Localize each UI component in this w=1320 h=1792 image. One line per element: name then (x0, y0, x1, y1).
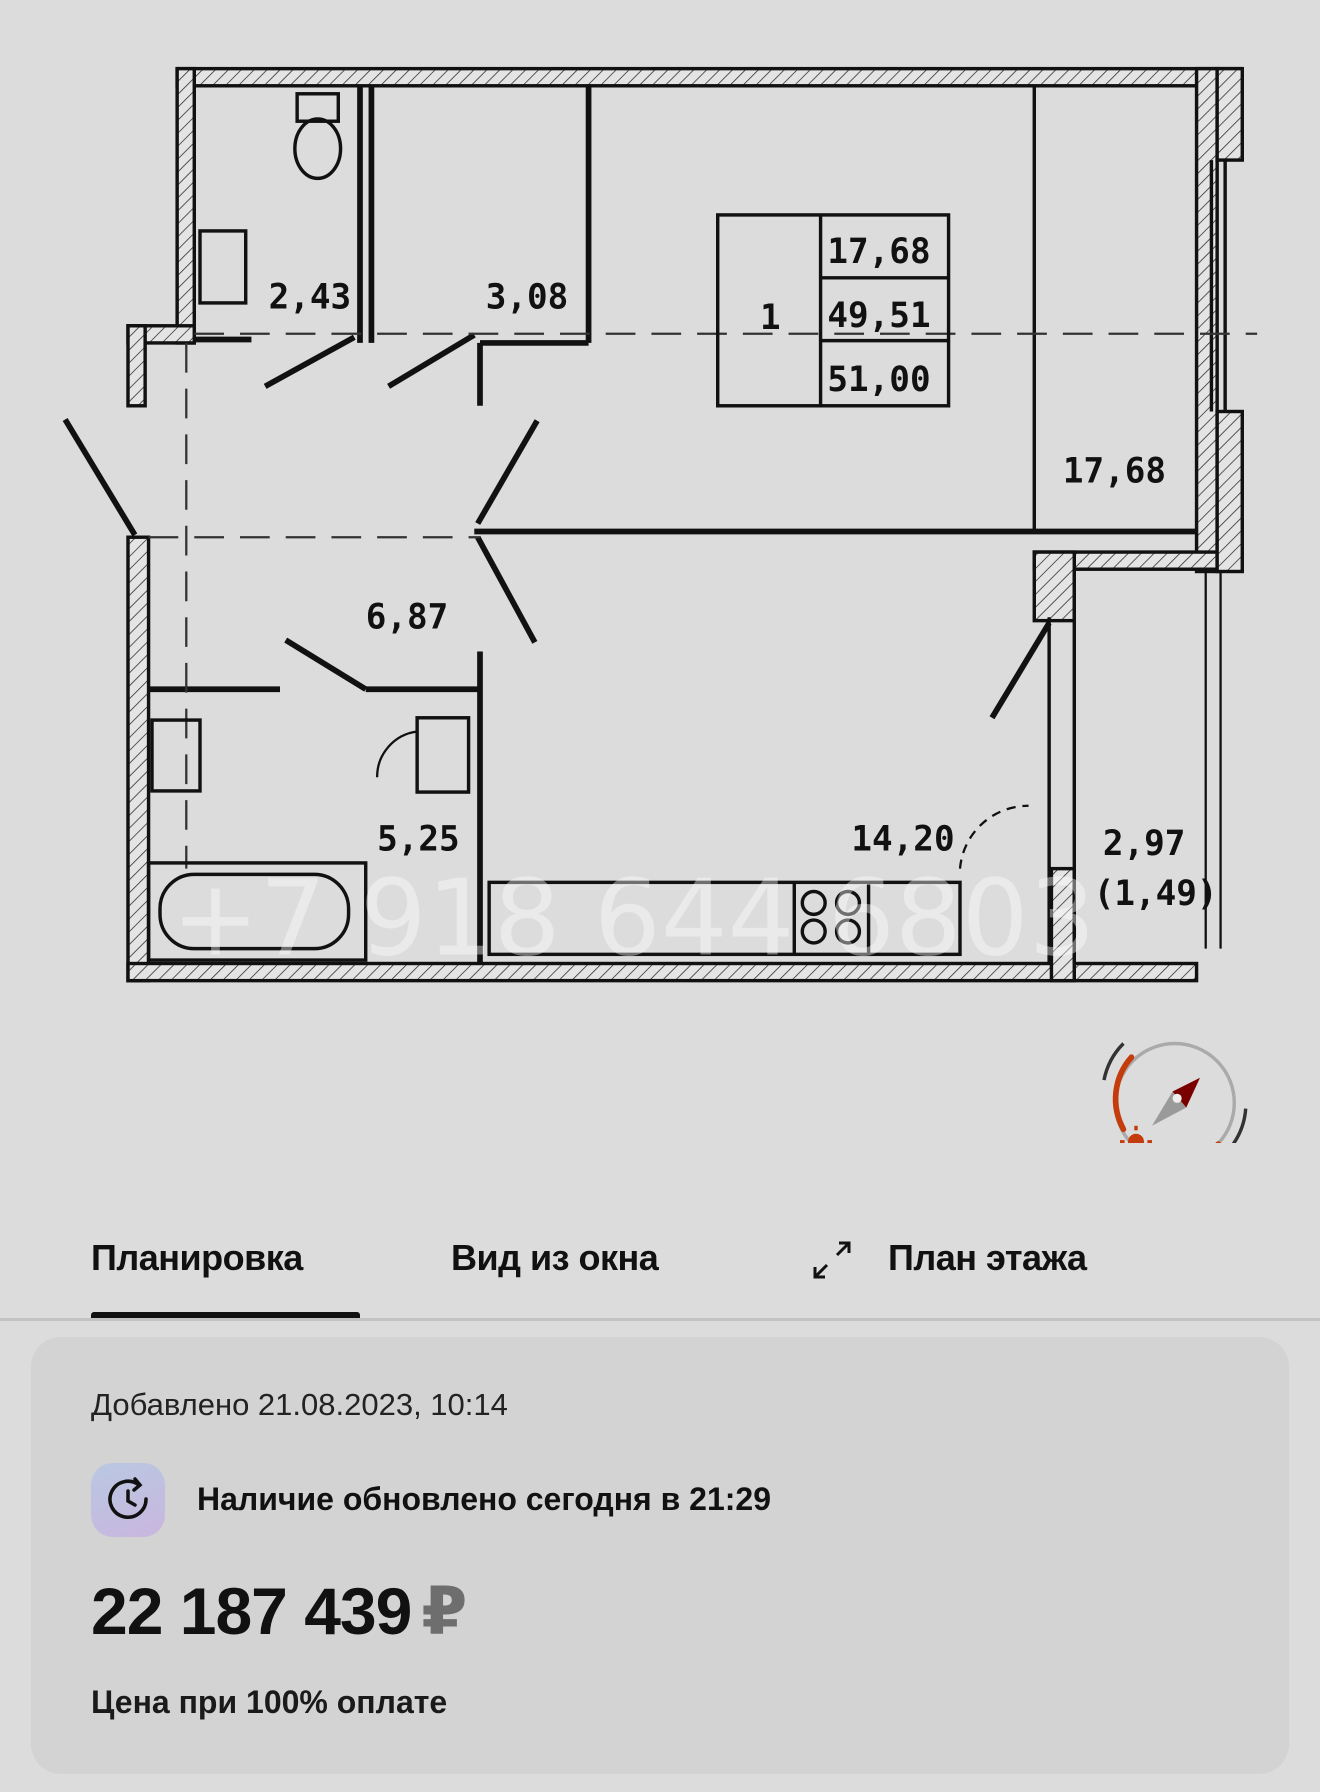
total-area: 49,51 (827, 296, 930, 336)
doors (62, 332, 1052, 869)
room-area-room: 17,68 (1063, 451, 1166, 491)
active-tab-indicator (91, 1312, 360, 1318)
expand-icon[interactable] (811, 1239, 853, 1290)
axis-lines (148, 332, 1258, 869)
rooms-count: 1 (760, 298, 781, 338)
tab-layout[interactable]: Планировка (91, 1237, 303, 1278)
room-area-balcony-reduced: (1,49) (1094, 874, 1218, 914)
sink-icon (198, 229, 248, 305)
summary-table (716, 213, 951, 408)
toilet-icon (293, 117, 343, 181)
currency-symbol: ₽ (421, 1574, 467, 1648)
sink-icon (150, 718, 202, 793)
view-tabs: Планировка Вид из окна План этажа (0, 1225, 1320, 1320)
watermark: +7 918 644 6803 (171, 856, 1095, 979)
availability-status: Наличие обновлено сегодня в 21:29 (197, 1481, 771, 1517)
room-area-storage: 3,08 (486, 278, 569, 318)
fixtures (146, 92, 962, 962)
floor-plan[interactable]: 1 17,68 49,51 51,00 2,43 3,08 17,68 6,87… (0, 0, 1320, 1143)
compass-with-sun-icon[interactable] (1102, 1041, 1248, 1144)
kitchen-counter (487, 880, 962, 957)
partitions (148, 85, 1227, 964)
room-area-wc: 2,43 (269, 278, 352, 318)
stove-icon (800, 889, 827, 917)
room-area-bathroom: 5,25 (377, 819, 460, 859)
tab-window-view[interactable]: Вид из окна (451, 1237, 659, 1278)
price: 22 187 439₽ (91, 1573, 467, 1650)
info-card: Добавлено 21.08.2023, 10:14 Наличие обно… (31, 1337, 1289, 1774)
price-note: Цена при 100% оплате (91, 1684, 448, 1720)
clock-refresh-icon (91, 1463, 165, 1537)
room-area-kitchen: 14,20 (851, 819, 954, 859)
price-value: 22 187 439 (91, 1574, 412, 1648)
divider (0, 1318, 1320, 1321)
total-with-balcony: 51,00 (827, 360, 930, 400)
added-date: Добавлено 21.08.2023, 10:14 (91, 1387, 508, 1422)
room-area-hall: 6,87 (366, 598, 449, 638)
room-area-balcony: 2,97 (1103, 824, 1186, 864)
walls (126, 66, 1244, 983)
bathtub-icon (146, 861, 368, 962)
living-area: 17,68 (827, 232, 930, 272)
tab-floor-plan[interactable]: План этажа (888, 1237, 1087, 1278)
